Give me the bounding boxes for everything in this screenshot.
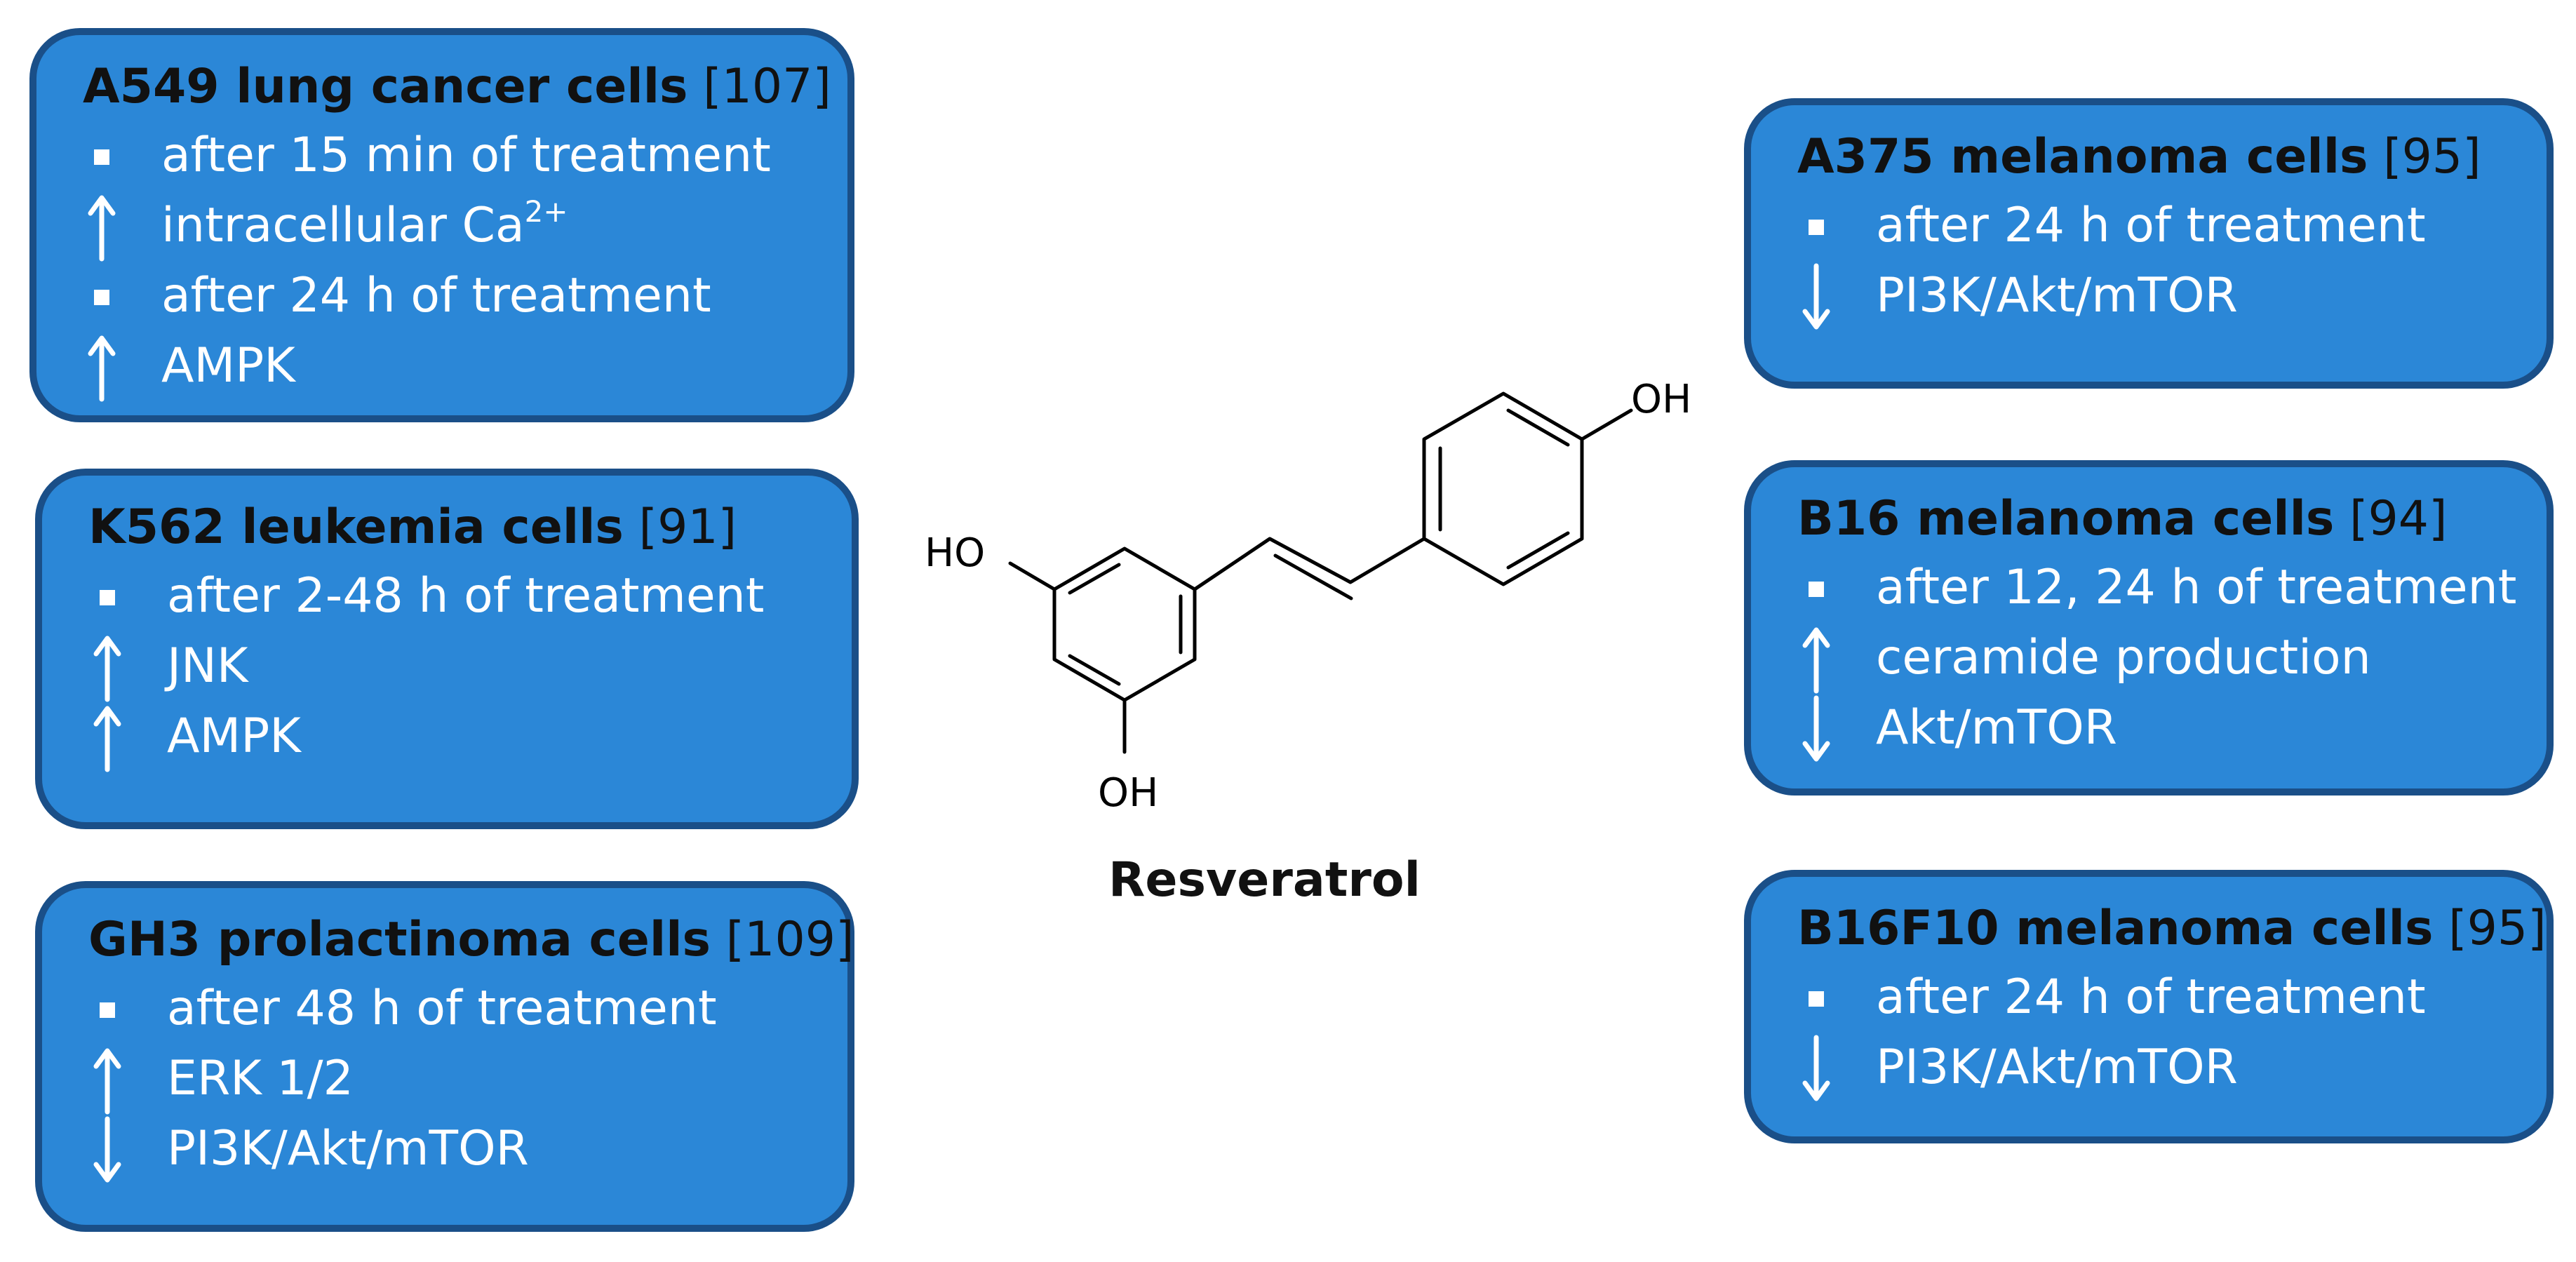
cell-line-name: A549 lung cancer cells — [83, 59, 688, 114]
a375-melanoma-box: A375 melanoma cells [95] after 24 h of t… — [1744, 98, 2554, 389]
reference: [91] — [638, 499, 737, 555]
up-arrow-icon — [86, 1045, 129, 1115]
row-text: PI3K/Akt/mTOR — [1876, 1040, 2238, 1095]
row-text: after 12, 24 h of treatment — [1876, 560, 2517, 615]
up-arrow-icon — [86, 633, 129, 703]
up-arrow-icon — [80, 333, 123, 403]
cell-line-name: B16 melanoma cells — [1797, 491, 2335, 546]
up-arrow-icon — [80, 192, 123, 262]
row-text: after 24 h of treatment — [1876, 969, 2426, 1025]
b16f10-melanoma-box: B16F10 melanoma cells [95] after 24 h of… — [1744, 870, 2554, 1143]
trans-double-bond — [1193, 537, 1426, 600]
box-title: B16 melanoma cells [94] — [1797, 490, 2448, 549]
bullet-icon — [80, 262, 123, 333]
right-ring-double-bonds — [1438, 408, 1570, 570]
row-text: after 48 h of treatment — [167, 981, 717, 1036]
bullet-icon — [86, 975, 129, 1045]
reference: [95] — [2448, 901, 2547, 956]
cell-line-name: B16F10 melanoma cells — [1797, 901, 2434, 956]
superscript: 2+ — [524, 194, 568, 229]
oh-left-label: HO — [925, 530, 985, 576]
left-benzene-ring — [1052, 546, 1197, 702]
box-title: A549 lung cancer cells [107] — [83, 58, 831, 116]
row-text: ERK 1/2 — [167, 1051, 354, 1106]
row-text: intracellular Ca2+ — [161, 194, 568, 254]
box-title: GH3 prolactinoma cells [109] — [88, 911, 854, 969]
oh-left-bond — [1008, 561, 1056, 591]
row-text: ceramide production — [1876, 630, 2371, 685]
row-text: after 2-48 h of treatment — [167, 568, 765, 624]
down-arrow-icon — [1795, 262, 1838, 333]
cell-line-name: GH3 prolactinoma cells — [88, 912, 711, 967]
k562-leukemia-box: K562 leukemia cells [91] after 2-48 h of… — [35, 469, 859, 829]
oh-bottom-label: OH — [1098, 770, 1158, 816]
row-text: after 24 h of treatment — [1876, 198, 2426, 253]
cell-line-name: K562 leukemia cells — [88, 499, 624, 555]
b16-melanoma-box: B16 melanoma cells [94] after 12, 24 h o… — [1744, 460, 2554, 796]
row-text: PI3K/Akt/mTOR — [167, 1121, 529, 1176]
row-text: AMPK — [161, 338, 295, 394]
row-text: JNK — [167, 638, 248, 694]
a549-lung-cancer-box: A549 lung cancer cells [107] after 15 mi… — [29, 28, 854, 422]
row-text: Akt/mTOR — [1876, 700, 2118, 756]
gh3-prolactinoma-box: GH3 prolactinoma cells [109] after 48 h … — [35, 881, 854, 1232]
down-arrow-icon — [1795, 694, 1838, 765]
cell-line-name: A375 melanoma cells — [1797, 129, 2368, 184]
reference: [94] — [2349, 491, 2448, 546]
bullet-icon — [80, 122, 123, 192]
molecule-name: Resveratrol — [1108, 852, 1421, 908]
up-arrow-icon — [1795, 624, 1838, 694]
row-text: after 15 min of treatment — [161, 128, 771, 183]
down-arrow-icon — [86, 1115, 129, 1186]
box-title: B16F10 melanoma cells [95] — [1797, 899, 2547, 958]
bullet-icon — [1795, 192, 1838, 262]
bullet-icon — [1795, 554, 1838, 624]
bullet-icon — [1795, 964, 1838, 1034]
row-text: after 24 h of treatment — [161, 268, 711, 323]
row-text: AMPK — [167, 709, 301, 764]
reference: [109] — [725, 912, 854, 967]
bullet-icon — [86, 563, 129, 633]
box-title: A375 melanoma cells [95] — [1797, 128, 2481, 187]
up-arrow-icon — [86, 703, 129, 773]
reference: [95] — [2383, 129, 2481, 184]
row-text: PI3K/Akt/mTOR — [1876, 268, 2238, 323]
oh-top-label: OH — [1631, 377, 1691, 422]
box-title: K562 leukemia cells [91] — [88, 498, 737, 557]
oh-top-bond — [1580, 408, 1633, 441]
reference: [107] — [703, 59, 831, 114]
left-ring-double-bonds — [1068, 563, 1183, 686]
down-arrow-icon — [1795, 1034, 1838, 1104]
right-benzene-ring — [1422, 391, 1584, 586]
